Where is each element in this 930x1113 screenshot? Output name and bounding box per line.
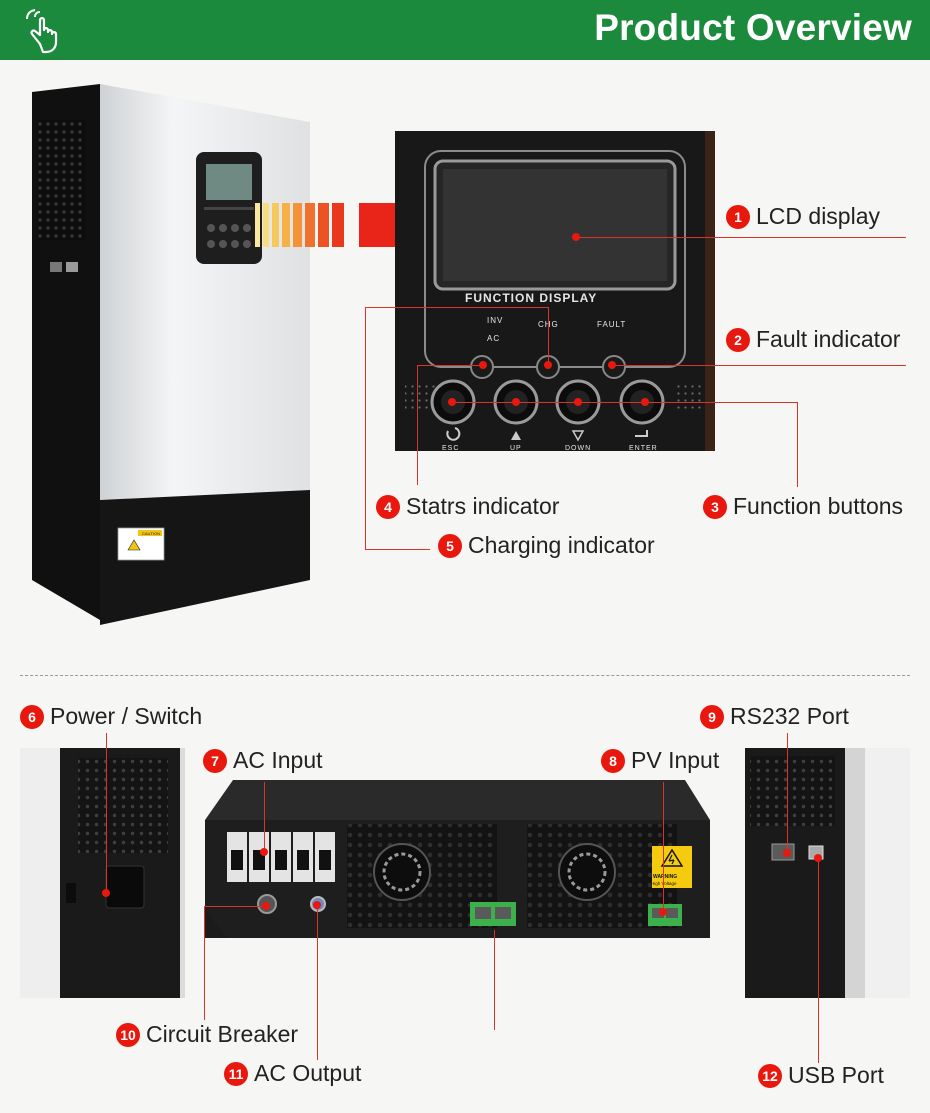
callout-number: 12	[758, 1063, 782, 1088]
header-bar	[0, 0, 930, 60]
lcd-leader-line	[576, 237, 906, 238]
callout-text: AC Output	[254, 1060, 362, 1086]
callout-text: Fault indicator	[756, 326, 901, 352]
button-dot-4	[641, 398, 649, 406]
rs232-dot	[783, 849, 791, 857]
callout-status-indicator: 4 Statrs indicator	[376, 493, 559, 520]
status-leader-v	[417, 365, 418, 485]
callout-number: 6	[20, 704, 44, 729]
section-divider	[20, 675, 910, 676]
inverter-bottom-photo	[205, 780, 710, 938]
fault-leader-line	[612, 365, 906, 366]
callout-usb-port: 12 USB Port	[758, 1062, 884, 1089]
callout-text: AC Input	[233, 747, 323, 773]
button-dot-1	[448, 398, 456, 406]
callout-number: 9	[700, 704, 724, 729]
page-title: Product Overview	[594, 7, 912, 48]
callout-text: LCD display	[756, 203, 880, 229]
callout-number: 3	[703, 494, 727, 519]
ac-input-leader	[264, 782, 265, 852]
down-button-label: DOWN	[565, 445, 592, 452]
callout-fault-indicator: 2 Fault indicator	[726, 326, 900, 353]
charging-leader-drop	[548, 307, 549, 365]
hand-pointer-icon	[26, 9, 58, 54]
callout-text: RS232 Port	[730, 703, 849, 729]
ac-output-dot	[313, 901, 321, 909]
callout-circuit-breaker: 10 Circuit Breaker	[116, 1021, 298, 1048]
enter-button-label: ENTER	[629, 445, 658, 452]
callout-text: Statrs indicator	[406, 493, 560, 519]
led-ac-label: AC	[487, 334, 501, 343]
callout-text: PV Input	[631, 747, 720, 773]
callout-text: Power / Switch	[50, 703, 203, 729]
breaker-leader-h	[204, 906, 266, 907]
esc-button-label: ESC	[442, 445, 460, 452]
charging-leader-top	[365, 307, 548, 308]
inverter-product-image: CAUTION	[32, 84, 310, 625]
callout-function-buttons: 3 Function buttons	[703, 493, 903, 520]
callout-number: 1	[726, 204, 750, 229]
callout-pv-input: 8 PV Input	[601, 747, 719, 774]
lcd-pointer-dot	[572, 233, 580, 241]
charging-leader-bottom	[365, 549, 430, 550]
ac-input-dot	[260, 848, 268, 856]
function-display-panel	[395, 131, 715, 451]
fault-pointer-dot	[608, 361, 616, 369]
callout-text: Circuit Breaker	[146, 1021, 299, 1047]
callout-number: 5	[438, 533, 462, 558]
callout-number: 2	[726, 327, 750, 352]
charging-leader-v	[365, 307, 366, 549]
callout-number: 11	[224, 1061, 248, 1086]
usb-leader	[818, 858, 819, 1063]
caution-sticker-text: CAUTION	[142, 531, 160, 536]
terminal-leader	[494, 930, 495, 1030]
callout-number: 8	[601, 748, 625, 773]
buttons-leader-v	[797, 402, 798, 487]
callout-text: Function buttons	[733, 493, 904, 519]
breaker-leader-v	[204, 906, 205, 1020]
callout-number: 10	[116, 1022, 140, 1047]
warning-sticker-line1: WARNING	[653, 874, 678, 880]
callout-rs232-port: 9 RS232 Port	[700, 703, 849, 730]
button-dot-2	[512, 398, 520, 406]
status-leader-h	[417, 365, 483, 366]
callout-power-switch: 6 Power / Switch	[20, 703, 202, 730]
status-pointer-dot	[479, 361, 487, 369]
callout-text: Charging indicator	[468, 532, 655, 558]
function-display-text: FUNCTION DISPLAY	[465, 291, 598, 305]
buttons-leader-h	[452, 402, 798, 403]
pv-input-dot	[659, 908, 667, 916]
rs232-leader	[787, 733, 788, 853]
side-power-switch-photo	[20, 748, 185, 998]
callout-number: 4	[376, 494, 400, 519]
callout-ac-input: 7 AC Input	[203, 747, 323, 774]
usb-dot	[814, 854, 822, 862]
power-switch-leader	[106, 733, 107, 893]
callout-charging-indicator: 5 Charging indicator	[438, 532, 655, 559]
up-button-label: UP	[510, 445, 522, 452]
power-switch-dot	[102, 889, 110, 897]
led-chg-label: CHG	[538, 320, 559, 329]
side-ports-photo	[745, 748, 910, 998]
led-fault-label: FAULT	[597, 320, 627, 329]
callout-ac-output: 11 AC Output	[224, 1060, 361, 1087]
callout-lcd-display: 1 LCD display	[726, 203, 880, 230]
callout-text: USB Port	[788, 1062, 884, 1088]
charging-pointer-dot	[544, 361, 552, 369]
breaker-dot	[262, 902, 270, 910]
pv-input-leader	[663, 782, 664, 912]
callout-number: 7	[203, 748, 227, 773]
button-dot-3	[574, 398, 582, 406]
led-inv-label: INV	[487, 316, 504, 325]
ac-output-leader	[317, 905, 318, 1060]
